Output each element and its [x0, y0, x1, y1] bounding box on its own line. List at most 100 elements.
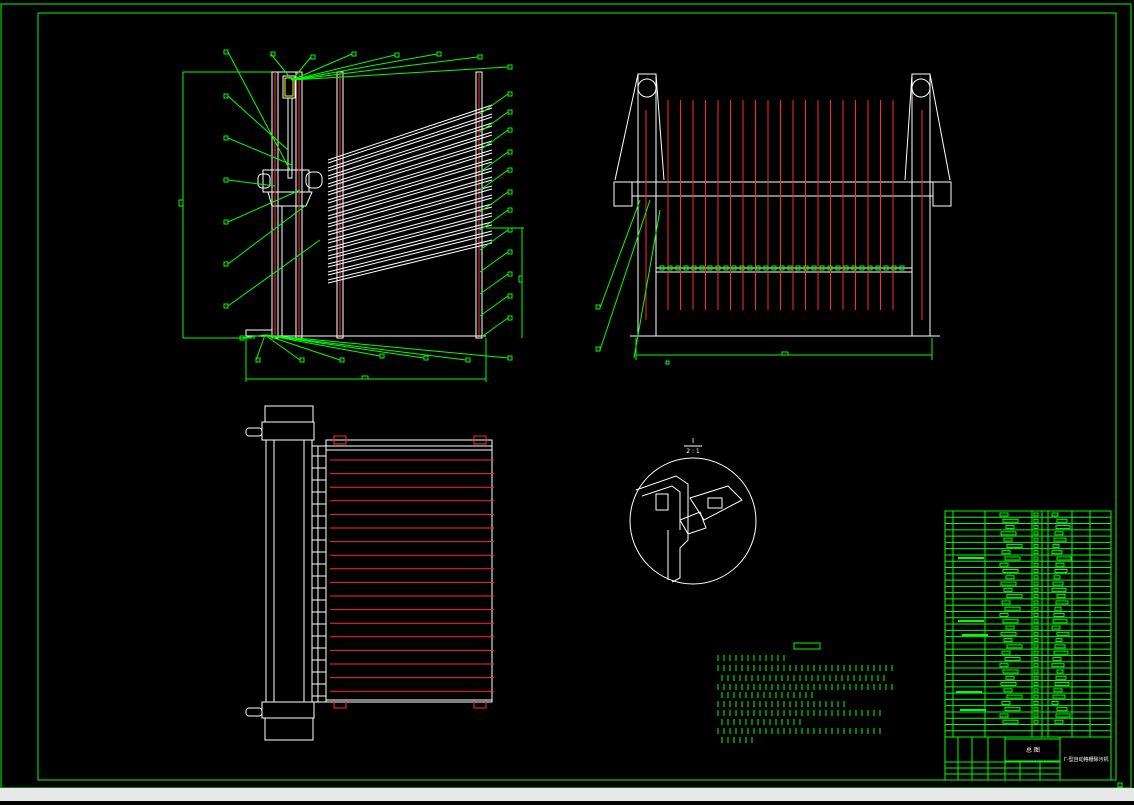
leader-marker	[255, 357, 261, 363]
rake-tooth	[327, 107, 493, 164]
rake-tooth	[327, 194, 493, 241]
leader-marker	[507, 271, 513, 277]
leader-marker	[223, 93, 229, 99]
rake-tooth	[327, 158, 493, 209]
parts-cell-text	[1004, 656, 1021, 661]
leader-marker	[507, 207, 513, 213]
parts-cell-text	[1033, 587, 1039, 592]
leader-line	[479, 295, 509, 317]
parts-cell-text	[1055, 713, 1071, 718]
leader-line	[291, 56, 479, 81]
rake-tooth-marker	[811, 265, 817, 271]
leader-line	[479, 251, 509, 273]
rake-tooth-marker	[683, 265, 689, 271]
parts-cell-text	[1005, 625, 1015, 630]
parts-cell-text	[1054, 606, 1062, 611]
parts-cell-text	[1002, 569, 1019, 574]
leader-line	[270, 53, 293, 81]
leader-marker	[379, 353, 385, 359]
rake-tooth	[327, 176, 493, 225]
rake-tooth	[327, 104, 493, 161]
leader-marker	[223, 177, 229, 183]
leader-line	[479, 273, 509, 295]
parts-cell-text	[1033, 625, 1039, 630]
title-block-drawing-name: Γ-型自动格栅除污机	[1064, 756, 1109, 763]
parts-cell-text	[1006, 644, 1023, 649]
parts-cell-text	[1004, 707, 1021, 712]
parts-list-table	[944, 510, 1112, 738]
rake-tooth	[327, 149, 493, 201]
leader-marker	[299, 357, 305, 363]
parts-cell-text	[1033, 644, 1039, 649]
rake-tooth	[327, 206, 493, 252]
leader-line	[291, 54, 396, 81]
rake-tooth-marker	[779, 265, 785, 271]
rake-tooth-marker	[859, 265, 865, 271]
parts-cell-text	[1002, 518, 1019, 523]
leader-marker	[339, 357, 345, 363]
rake-tooth	[327, 122, 493, 177]
rake-tooth	[327, 140, 493, 193]
leader-line	[479, 93, 509, 115]
side-view	[595, 73, 952, 365]
leader-marker	[507, 109, 513, 115]
plan-view	[245, 405, 494, 741]
leader-marker	[477, 54, 483, 60]
rake-tooth-marker	[755, 265, 761, 271]
rake-tooth	[327, 203, 493, 249]
parts-cell-text	[1054, 569, 1068, 574]
parts-cell-text	[1003, 587, 1013, 592]
parts-cell-text	[1033, 650, 1039, 655]
inner-frame	[37, 12, 1117, 781]
parts-cell-text	[1055, 562, 1065, 567]
rake-tooth	[327, 179, 493, 228]
leader-marker	[507, 64, 513, 70]
parts-cell-text	[1033, 600, 1039, 605]
parts-cell-text	[999, 612, 1009, 617]
rake-tooth	[327, 197, 493, 244]
parts-cell-text	[1052, 619, 1068, 624]
parts-cell-text	[1000, 581, 1017, 586]
parts-cell-text	[1033, 612, 1039, 617]
leader-marker	[223, 261, 229, 267]
rake-tooth	[327, 152, 493, 204]
parts-cell-text	[1051, 587, 1067, 592]
rake-tooth-marker	[891, 265, 897, 271]
leader-line	[264, 334, 381, 357]
parts-cell-text	[1033, 569, 1039, 574]
parts-cell-text	[1000, 631, 1017, 636]
rake-tooth	[327, 113, 493, 169]
parts-cell-text	[1056, 518, 1068, 523]
title-block: 总 图 Γ-型自动格栅除污机	[944, 736, 1112, 781]
parts-cell-text	[1052, 694, 1066, 699]
rake-tooth	[327, 224, 493, 268]
rake-tooth-marker	[843, 265, 849, 271]
leader-marker	[436, 51, 442, 57]
parts-cell-text	[1000, 682, 1017, 687]
leader-line	[227, 137, 293, 166]
leader-marker	[507, 315, 513, 321]
parts-cell-text	[1055, 638, 1063, 643]
parts-cell-text	[1033, 562, 1039, 567]
leader-marker	[507, 91, 513, 97]
rake-tooth	[327, 185, 493, 233]
parts-cell-text	[1056, 707, 1068, 712]
parts-cell-text	[1000, 531, 1017, 536]
leader-marker	[465, 357, 471, 363]
parts-cell-text	[1056, 669, 1064, 674]
parts-cell-text	[1033, 512, 1039, 517]
leader-marker	[507, 167, 513, 173]
parts-cell-text	[1001, 550, 1011, 555]
rake-tooth	[327, 143, 493, 196]
parts-cell-text	[1033, 669, 1039, 674]
parts-cell-text	[1055, 525, 1071, 530]
rake-tooth-marker	[723, 265, 729, 271]
parts-cell-text	[1053, 688, 1063, 693]
parts-cell-text	[1033, 575, 1039, 580]
parts-cell-text	[1005, 575, 1015, 580]
parts-cell-text	[1051, 550, 1063, 555]
parts-cell-text	[1002, 719, 1019, 724]
leader-line	[479, 191, 509, 213]
leader-line	[227, 51, 291, 171]
